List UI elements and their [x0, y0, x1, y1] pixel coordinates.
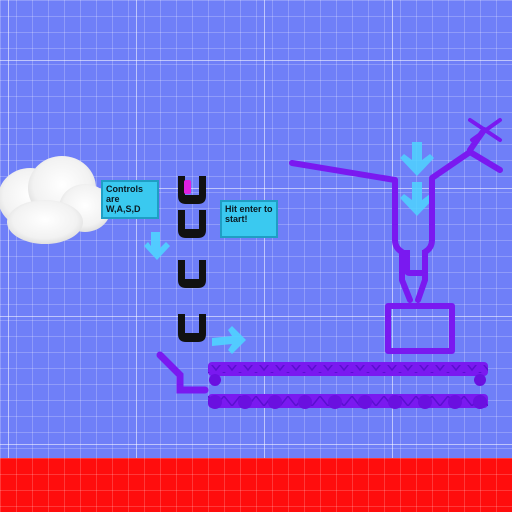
start-sign: Hit enter to start!: [220, 200, 278, 238]
magnet-icon: [178, 176, 206, 204]
magnet-icon: [178, 314, 206, 342]
controls-sign-text: Controls are W,A,S,D: [106, 184, 143, 214]
arrow-down-icon: [400, 142, 434, 216]
start-sign-text: Hit enter to start!: [225, 204, 273, 224]
conveyor-belt: [208, 362, 488, 409]
ramp: [156, 351, 209, 394]
magnet-icon: [178, 260, 206, 288]
red-floor: [0, 458, 512, 512]
propeller: [468, 118, 502, 142]
arrow-down-icon: [144, 232, 170, 260]
controls-sign: Controls are W,A,S,D: [101, 180, 159, 219]
cloud: [0, 156, 111, 244]
crane: [289, 127, 503, 354]
arrow-right-icon: [212, 326, 246, 354]
magnet-icon: [178, 210, 206, 238]
magnet-icon: [404, 250, 428, 276]
